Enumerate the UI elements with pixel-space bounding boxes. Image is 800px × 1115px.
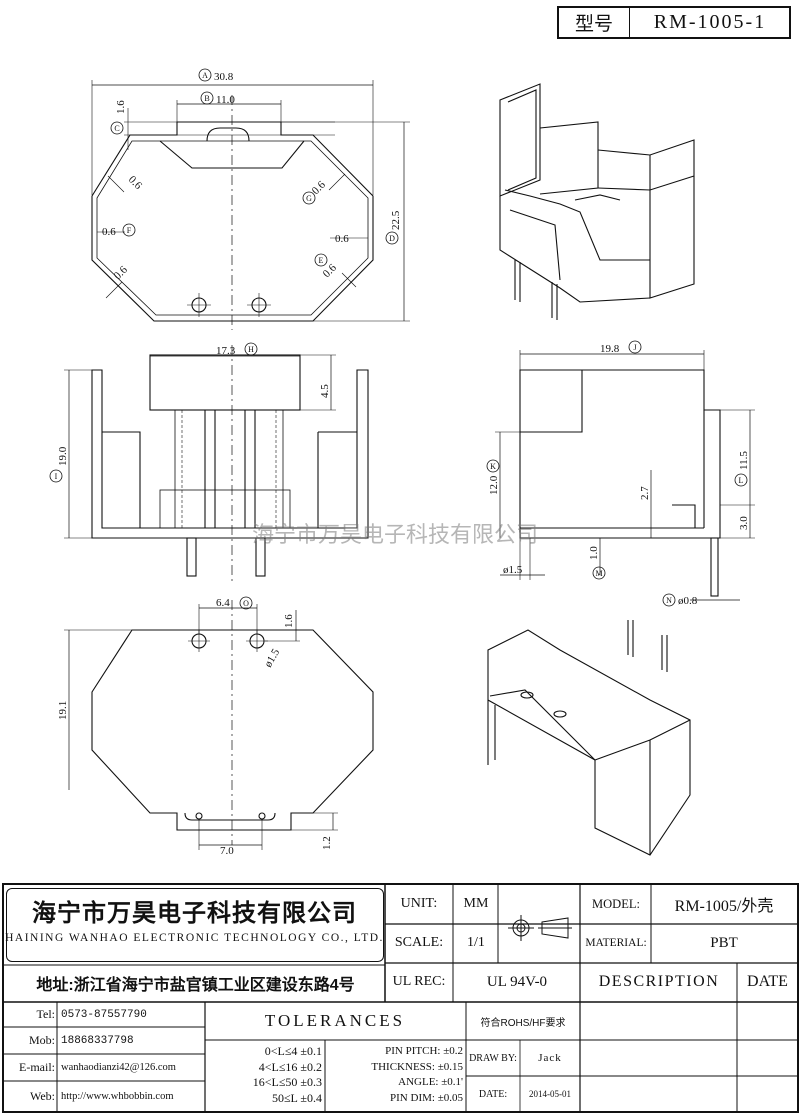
dim-K: 12.0: [488, 475, 500, 495]
web-value: http://www.whbobbin.com: [61, 1090, 174, 1102]
date-value: 2014-05-01: [529, 1089, 571, 1099]
pin-row-3: ANGLE: ±0.1': [398, 1076, 463, 1088]
dim-M: 1.0: [588, 546, 600, 560]
dim-191: 19.1: [57, 701, 69, 720]
date-label: DATE:: [478, 1088, 508, 1100]
email-label: E-mail:: [19, 1060, 55, 1074]
dim-dia15: ø1.5: [503, 564, 523, 576]
iso-view-bottom: [487, 629, 691, 856]
date-header: DATE: [747, 973, 788, 990]
unit-label: UNIT:: [400, 896, 438, 911]
marker-G: G: [306, 194, 312, 203]
tolerances-heading: TOLERANCES: [264, 1011, 406, 1030]
marker-F: F: [127, 226, 132, 235]
marker-A: A: [202, 71, 208, 80]
iso-view-top: [499, 83, 541, 197]
type-value: RM-1005-1: [653, 11, 767, 33]
dim-D: 22.5: [390, 210, 402, 230]
dim-C: 1.6: [115, 100, 127, 114]
tel-label: Tel:: [36, 1007, 56, 1021]
dim-27: 2.7: [639, 486, 651, 500]
marker-C: C: [114, 124, 119, 133]
model-label: MODEL:: [592, 896, 640, 911]
material-label: MATERIAL:: [585, 937, 647, 949]
address: 地址:浙江省海宁市盐官镇工业区建设东路4号: [36, 977, 355, 994]
mob-value: 18868337798: [61, 1034, 134, 1047]
tolerance-row-3: 16<L≤50 ±0.3: [252, 1075, 322, 1089]
marker-L: L: [739, 476, 744, 485]
dim-O: 6.4: [216, 597, 230, 609]
marker-O: O: [243, 599, 249, 608]
technical-drawing: A B C D E F G H I J K L M N O 30.8 11.0 …: [49, 68, 755, 857]
pin-tolerance-list: PIN PITCH: ±0.2 THICKNESS: ±0.15 ANGLE: …: [327, 1044, 463, 1106]
marker-M: M: [595, 569, 602, 578]
marker-E: E: [319, 256, 324, 265]
marker-B: B: [204, 94, 209, 103]
description-header: DESCRIPTION: [598, 973, 720, 990]
dim-O2: 1.6: [283, 614, 295, 628]
dim-L: 11.5: [738, 451, 750, 470]
marker-K: K: [490, 462, 496, 471]
email-value: wanhaodianzi42@126.com: [61, 1062, 176, 1073]
company-block: 海宁市万昊电子科技有限公司 HAINING WANHAO ELECTRONIC …: [5, 888, 384, 962]
marker-J: J: [633, 343, 636, 352]
tolerance-row-1: 0<L≤4 ±0.1: [264, 1044, 322, 1058]
type-label: 型号: [559, 8, 630, 37]
marker-I: I: [55, 472, 58, 481]
top-view-notch: [159, 140, 305, 169]
dim-B: 11.0: [216, 94, 235, 106]
dim-L2: 3.0: [738, 516, 750, 530]
dim-70: 7.0: [220, 845, 234, 857]
tolerance-row-2: 4<L≤16 ±0.2: [258, 1059, 322, 1074]
company-name-en: HAINING WANHAO ELECTRONIC TECHNOLOGY CO.…: [5, 932, 384, 944]
drawby-label: DRAW BY:: [469, 1052, 517, 1064]
marker-D: D: [389, 234, 395, 243]
ulrec-value: UL 94V-0: [486, 973, 548, 990]
dim-A: 30.8: [214, 71, 234, 83]
pin-row-1: PIN PITCH: ±0.2: [385, 1045, 463, 1057]
mob-label: Mob:: [28, 1033, 55, 1047]
front-view-outline: [91, 369, 369, 539]
marker-N: N: [666, 596, 672, 605]
web-label: Web:: [29, 1088, 55, 1103]
marker-H: H: [248, 345, 254, 354]
dim-I: 19.0: [57, 446, 69, 466]
dim-J: 19.8: [600, 343, 620, 355]
dim-N: ø0.8: [678, 595, 698, 607]
pin-row-4: PIN DIM: ±0.05: [390, 1091, 463, 1104]
watermark: 海宁市万昊电子科技有限公司: [252, 522, 538, 547]
scale-label: SCALE:: [394, 935, 444, 950]
type-header: 型号 RM-1005-1: [557, 6, 791, 39]
drawby-value: Jack: [538, 1052, 562, 1064]
dim-H2: 4.5: [319, 384, 331, 398]
rohs-note: 符合ROHS/HF要求: [480, 1017, 566, 1029]
tolerance-row-4: 50≤L ±0.4: [271, 1090, 322, 1105]
ulrec-label: UL REC:: [392, 974, 446, 989]
dim-H: 17.3: [216, 345, 236, 357]
model-value: RM-1005/外壳: [674, 898, 774, 915]
tolerance-list: 0<L≤4 ±0.1 4<L≤16 ±0.2 16<L≤50 ±0.3 50≤L…: [208, 1044, 322, 1106]
company-name-cn: 海宁市万昊电子科技有限公司: [32, 899, 357, 927]
unit-value: MM: [463, 896, 489, 911]
tel-value: 0573-87557790: [61, 1008, 147, 1021]
dim-side-06b: 0.6: [335, 233, 349, 245]
dim-F: 0.6: [102, 226, 116, 238]
scale-value: 1/1: [467, 935, 485, 950]
dim-12: 1.2: [321, 836, 333, 850]
pin-row-2: THICKNESS: ±0.15: [371, 1060, 463, 1073]
material-value: PBT: [710, 934, 738, 951]
